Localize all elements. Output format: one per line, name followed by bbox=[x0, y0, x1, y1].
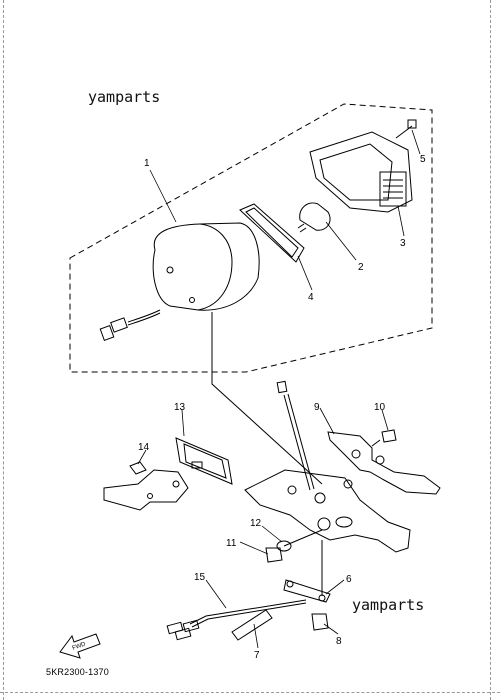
watermark-bottom: yamparts bbox=[352, 596, 425, 614]
callout-labels: 1 2 3 4 5 6 7 8 9 10 11 12 13 14 15 FWD bbox=[72, 154, 426, 661]
callout-7: 7 bbox=[254, 650, 260, 661]
callout-1: 1 bbox=[144, 158, 150, 169]
light-stay-rod bbox=[276, 380, 315, 491]
assembly-boundary bbox=[69, 103, 433, 373]
terminal-6 bbox=[283, 540, 331, 603]
reflector-bracket bbox=[103, 461, 189, 511]
callout-2: 2 bbox=[358, 262, 364, 273]
license-bracket bbox=[244, 469, 411, 553]
taillight-housing bbox=[99, 222, 260, 341]
page-border-right bbox=[490, 0, 492, 700]
callout-15: 15 bbox=[194, 572, 206, 583]
callout-11: 11 bbox=[226, 538, 237, 549]
callout-3: 3 bbox=[400, 238, 406, 249]
bulb bbox=[297, 202, 331, 233]
watermark-top: yamparts bbox=[88, 88, 161, 106]
tube-7 bbox=[231, 609, 273, 641]
callout-13: 13 bbox=[174, 402, 186, 413]
callout-4: 4 bbox=[308, 292, 314, 303]
callout-14: 14 bbox=[138, 442, 150, 453]
callout-5: 5 bbox=[420, 154, 426, 165]
callout-10: 10 bbox=[374, 402, 386, 413]
leader-housing bbox=[211, 318, 323, 485]
gasket bbox=[239, 203, 305, 263]
callout-leaders bbox=[137, 129, 421, 649]
page-border-left bbox=[3, 0, 5, 700]
reflector-13 bbox=[175, 437, 233, 485]
leader-nut bbox=[283, 529, 323, 547]
callout-9: 9 bbox=[314, 402, 320, 413]
wire-lead-15 bbox=[166, 599, 307, 641]
callout-8: 8 bbox=[336, 636, 342, 647]
grommet-8 bbox=[311, 613, 329, 631]
callout-6: 6 bbox=[346, 574, 352, 585]
nut-11 bbox=[265, 547, 283, 563]
callout-12: 12 bbox=[250, 518, 262, 529]
plate-9 bbox=[327, 431, 441, 495]
lens bbox=[309, 131, 413, 213]
fwd-label: FWD bbox=[72, 641, 88, 652]
bolt-10 bbox=[371, 429, 397, 447]
washer-12 bbox=[276, 540, 292, 552]
diagram-code: 5KR2300-1370 bbox=[46, 667, 109, 677]
fwd-arrow-icon bbox=[59, 633, 101, 659]
page-border-bottom bbox=[0, 692, 500, 694]
screw-5 bbox=[395, 119, 417, 139]
